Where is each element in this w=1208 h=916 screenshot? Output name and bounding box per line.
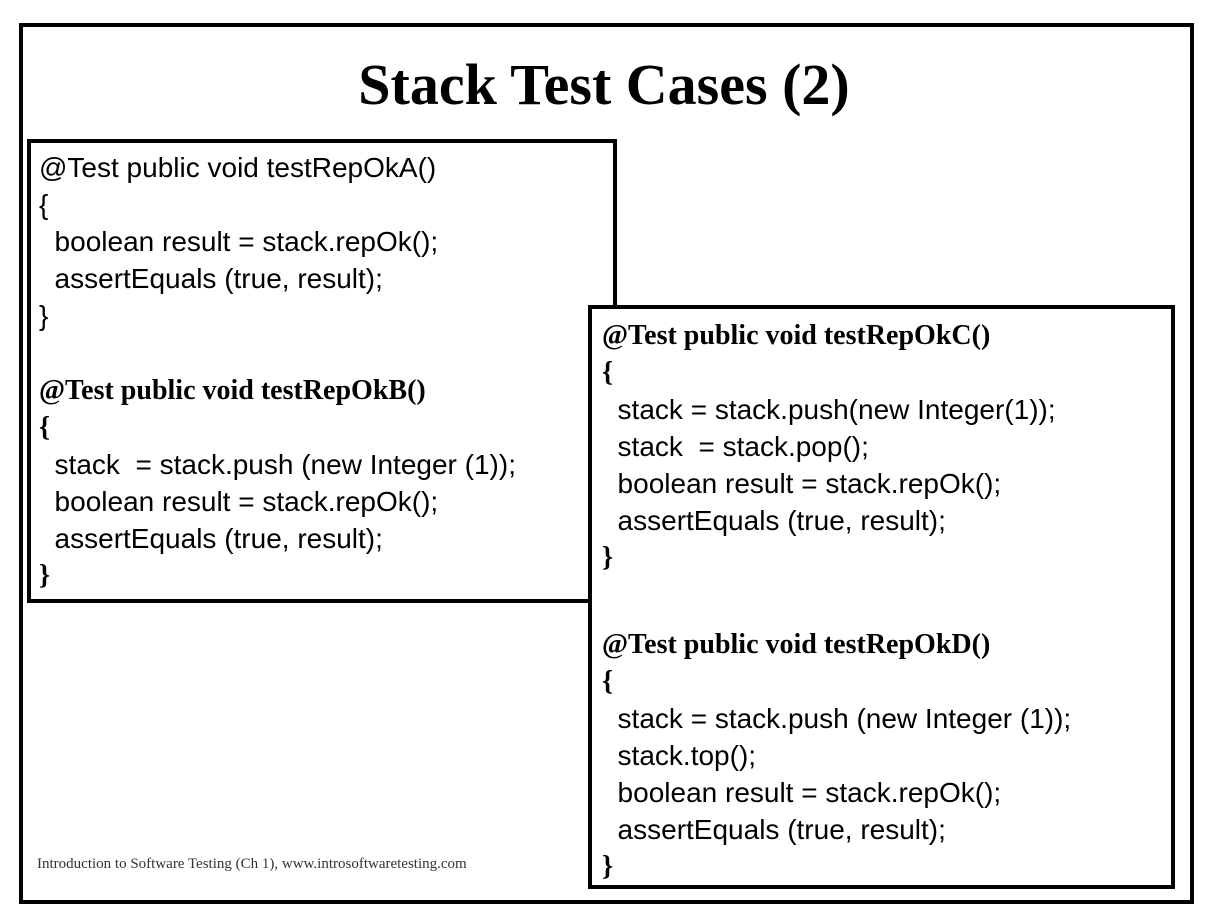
code-body-d: stack = stack.push (new Integer (1)); st… bbox=[602, 700, 1161, 848]
slide-footer: Introduction to Software Testing (Ch 1),… bbox=[37, 856, 467, 872]
code-line: stack = stack.push(new Integer(1)); bbox=[602, 394, 1056, 425]
code-line: stack = stack.push (new Integer (1)); bbox=[39, 449, 516, 480]
code-box-left: @Test public void testRepOkA() { boolean… bbox=[27, 139, 617, 603]
code-line: boolean result = stack.repOk(); bbox=[39, 226, 439, 257]
code-line: stack = stack.pop(); bbox=[602, 431, 869, 462]
code-line: assertEquals (true, result); bbox=[602, 814, 946, 845]
test-case-block-a: @Test public void testRepOkA() { boolean… bbox=[39, 149, 605, 334]
test-method-signature-d: @Test public void testRepOkD() bbox=[602, 629, 991, 660]
test-method-signature-b: @Test public void testRepOkB() bbox=[39, 375, 426, 406]
test-method-signature-c: @Test public void testRepOkC() bbox=[602, 320, 991, 351]
code-box-right: @Test public void testRepOkC() { stack =… bbox=[588, 305, 1175, 889]
open-brace: { bbox=[39, 189, 49, 220]
open-brace: { bbox=[602, 666, 614, 697]
code-body-a: boolean result = stack.repOk(); assertEq… bbox=[39, 223, 605, 297]
code-line: boolean result = stack.repOk(); bbox=[602, 468, 1002, 499]
slide-title: Stack Test Cases (2) bbox=[358, 52, 850, 117]
close-brace: } bbox=[39, 300, 49, 331]
code-line: assertEquals (true, result); bbox=[602, 505, 946, 536]
test-case-block-c: @Test public void testRepOkC() { stack =… bbox=[602, 317, 1161, 576]
close-brace: } bbox=[39, 560, 51, 591]
code-line: boolean result = stack.repOk(); bbox=[39, 486, 439, 517]
close-brace: } bbox=[602, 542, 614, 573]
test-case-block-b: @Test public void testRepOkB() { stack =… bbox=[39, 372, 605, 594]
code-line: boolean result = stack.repOk(); bbox=[602, 777, 1002, 808]
code-body-c: stack = stack.push(new Integer(1)); stac… bbox=[602, 391, 1161, 539]
code-line: assertEquals (true, result); bbox=[39, 263, 383, 294]
test-method-signature-a: @Test public void testRepOkA() bbox=[39, 152, 437, 183]
code-line: stack.top(); bbox=[602, 740, 757, 771]
open-brace: { bbox=[602, 357, 614, 388]
code-line: stack = stack.push (new Integer (1)); bbox=[602, 703, 1072, 734]
close-brace: } bbox=[602, 851, 614, 882]
test-case-block-d: @Test public void testRepOkD() { stack =… bbox=[602, 626, 1161, 885]
code-line: assertEquals (true, result); bbox=[39, 523, 383, 554]
code-body-b: stack = stack.push (new Integer (1)); bo… bbox=[39, 446, 605, 557]
open-brace: { bbox=[39, 412, 51, 443]
